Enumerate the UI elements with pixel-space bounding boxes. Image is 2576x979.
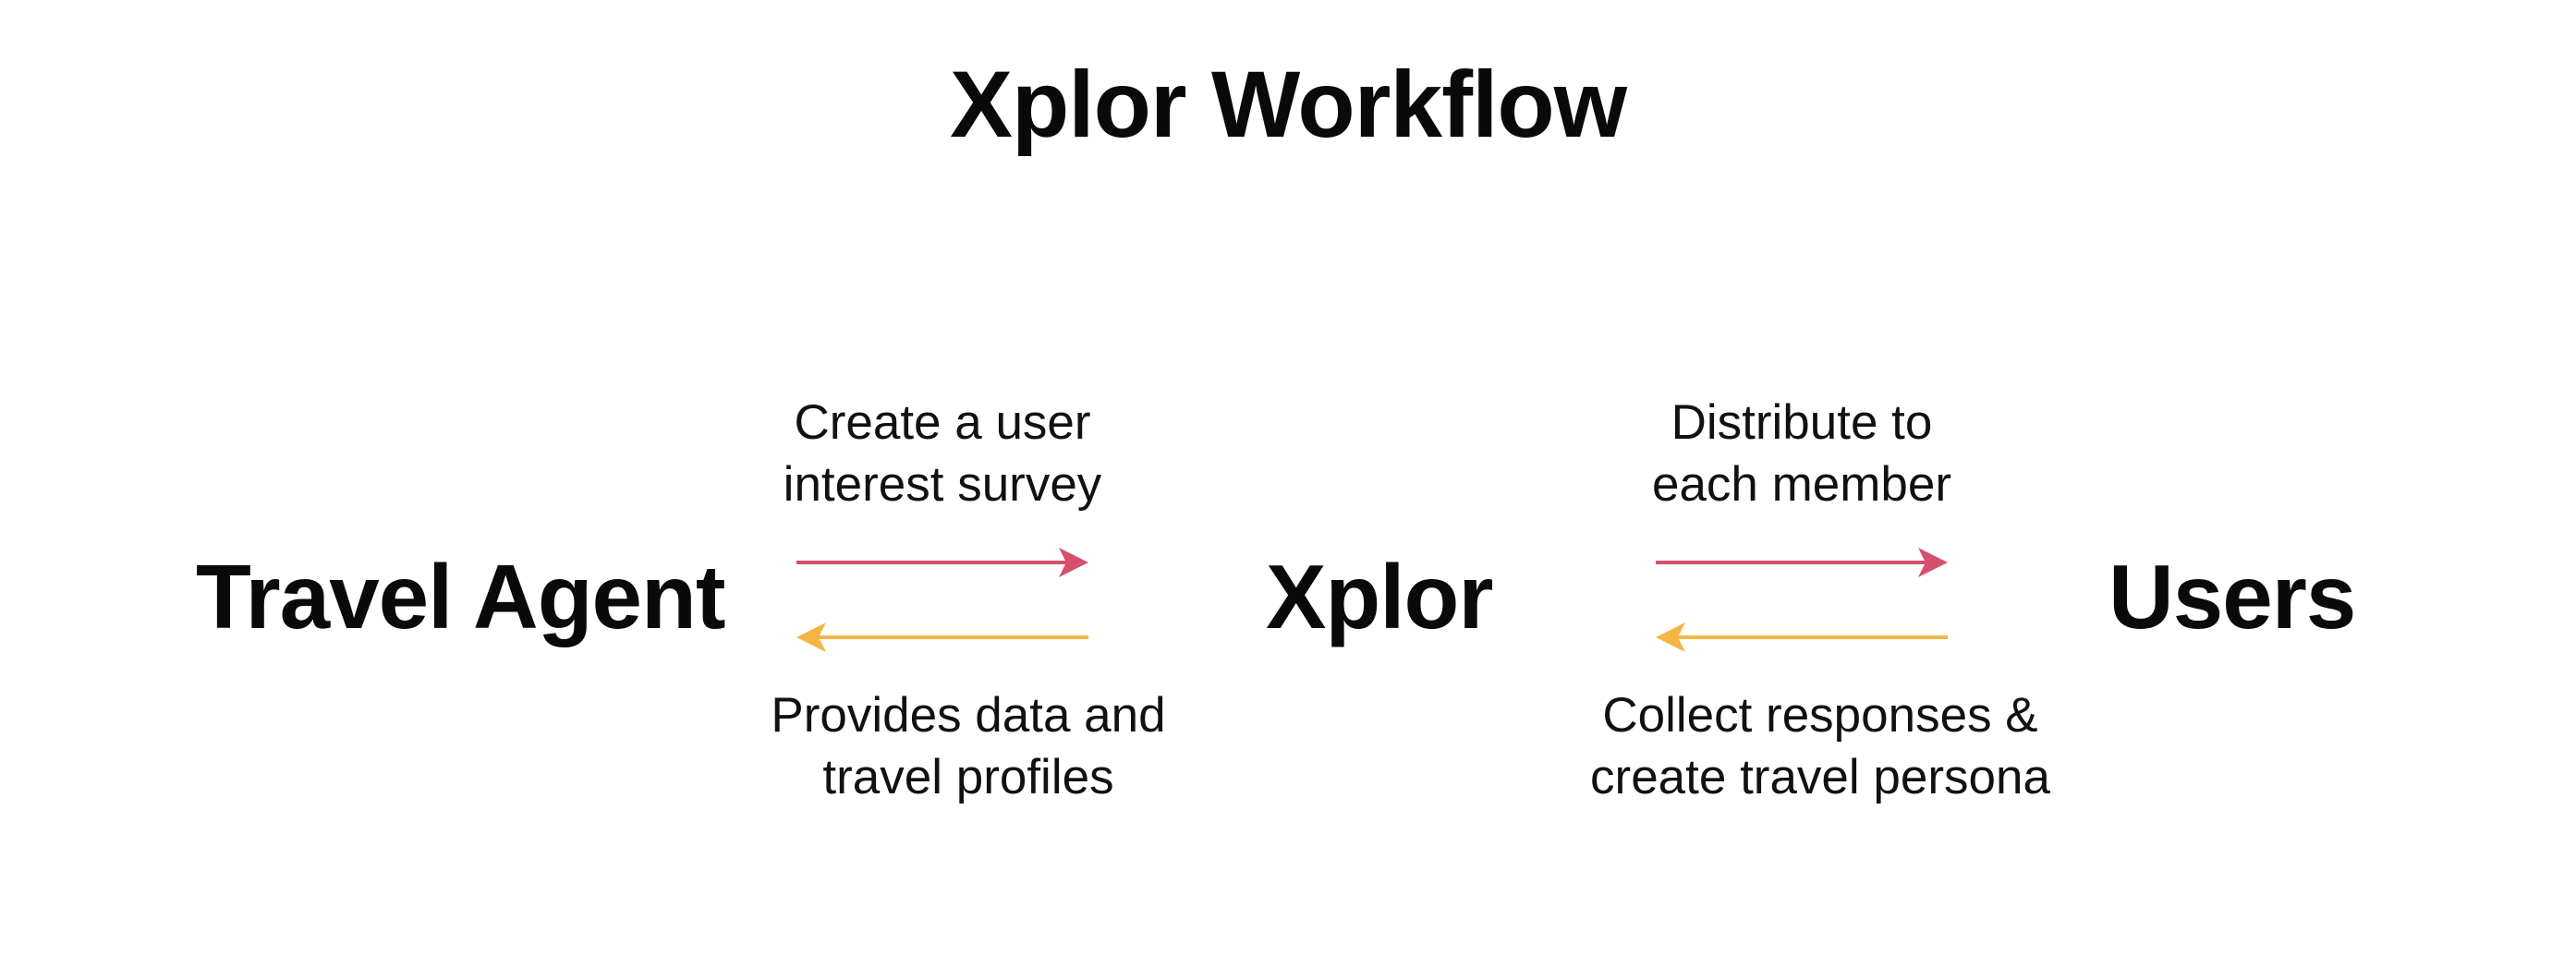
edge-label-line: Provides data and [771,688,1166,743]
edge-label-line: travel profiles [822,750,1114,804]
node-travel-agent: Travel Agent [196,546,726,647]
edge-label-line: Create a user [794,395,1091,450]
edge-label-create-survey: Create a user interest survey [758,392,1127,515]
edge-label-line: each member [1651,457,1952,512]
arrow-xplor-to-agent [796,622,1088,652]
arrow-agent-to-xplor [796,548,1088,577]
edge-label-provides-data: Provides data and travel profiles [756,684,1181,808]
edge-label-distribute: Distribute to each member [1617,392,1987,515]
edge-label-line: create travel persona [1590,750,2050,804]
arrow-xplor-to-users [1656,548,1948,577]
diagram-title: Xplor Workflow [949,52,1627,157]
edge-label-collect-responses: Collect responses & create travel person… [1561,684,2079,808]
edge-label-line: Collect responses & [1602,688,2038,743]
node-xplor: Xplor [1266,546,1493,647]
edge-label-line: interest survey [783,457,1102,512]
edge-label-line: Distribute to [1671,395,1933,450]
node-users: Users [2108,546,2356,647]
arrow-users-to-xplor [1656,622,1948,652]
